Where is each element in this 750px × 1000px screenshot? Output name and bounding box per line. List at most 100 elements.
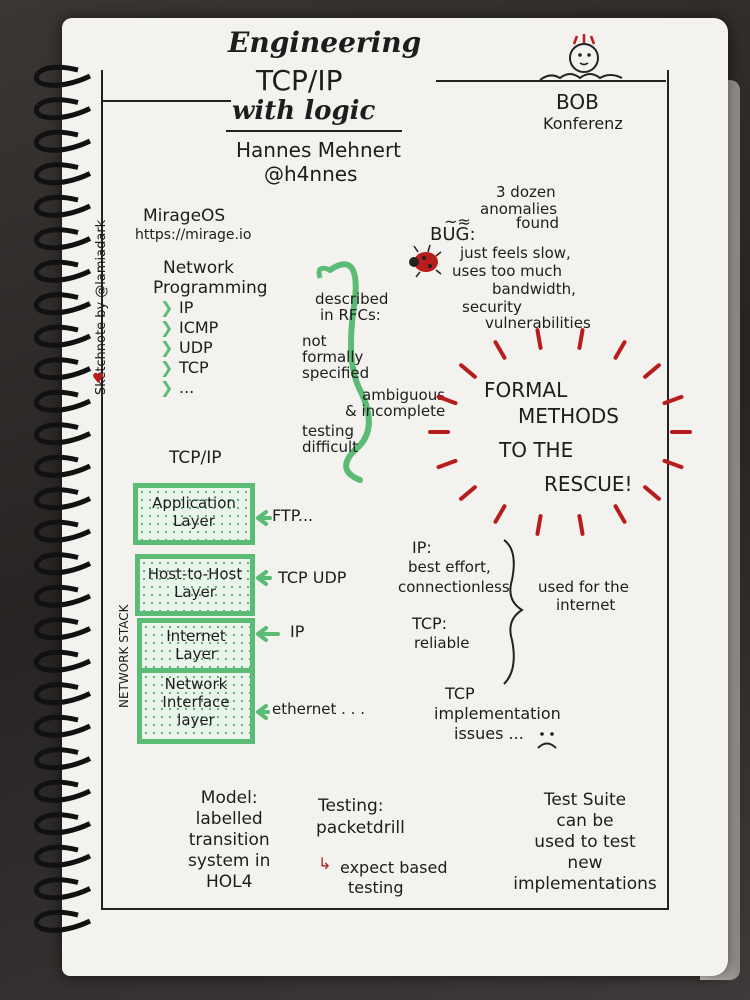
note-line: new [567,853,603,873]
bug-slow: just feels slow, [460,244,571,262]
spiral-ring [34,422,92,446]
speaker-handle: @h4nnes [264,162,358,186]
spiral-ring [34,584,92,608]
layer-host-to-host: Host-to-Host Layer [135,554,255,616]
rfc-described: described [315,290,389,308]
spiral-ring [34,454,92,478]
spiral-ring [34,389,92,413]
protocol-item: ❯ UDP [160,338,213,357]
proto-network-interface: ethernet . . . [272,700,365,718]
spiral-ring [34,617,92,641]
layer-label: Internet [166,627,226,645]
spiral-ring [34,227,92,251]
tcp-label: TCP: [412,614,448,633]
rfc-incomplete: & incomplete [345,402,446,420]
network-programming-1: Network [163,258,234,278]
stack-side-label: NETWORK STACK [117,604,131,708]
spiral-ring [34,259,92,283]
protocol-item: ❯ TCP [160,358,209,377]
used-for-line2: internet [556,596,616,614]
used-for-line1: used for the [538,578,629,596]
ip-connectionless: connectionless [398,578,510,596]
bug-label: BUG: [430,224,476,245]
layer-label: Interface [162,693,230,711]
note-line: Model: [200,788,258,808]
bug-bandwidth-2: bandwidth, [492,280,576,298]
protocol-name: ICMP [178,318,219,337]
issues-l3: issues ... [454,724,524,743]
spiral-ring [34,357,92,381]
frame-top-left [101,100,231,102]
layer-network-interface: Network Interface layer [137,668,255,744]
protocol-name: ... [178,378,195,397]
rfc-not: not [302,332,327,350]
testing-label: Testing: [318,796,384,816]
bug-found: found [516,214,559,232]
title-engineering: Engineering [228,26,422,59]
expect-line1: expect based [340,858,448,877]
rfc-specified: specified [302,364,370,382]
layer-label: Layer [175,645,217,663]
spiral-ring [34,162,92,186]
layer-label: layer [177,711,215,729]
chevron-icon: ❯ [160,358,179,377]
rfc-testing: testing [302,422,355,440]
conference-sub: Konferenz [543,114,623,133]
layer-application: Application Layer [133,483,255,545]
spiral-ring [34,97,92,121]
note-line: can be [556,811,614,831]
mirage-url: https://mirage.io [135,227,252,243]
spiral-ring [34,129,92,153]
protocol-name: UDP [178,338,213,357]
sunburst-ray [669,430,692,434]
network-programming-2: Programming [153,278,268,298]
spiral-ring [34,747,92,771]
note-line: used to test [534,832,636,852]
protocol-name: IP [178,298,194,317]
tcp-reliable: reliable [414,634,470,652]
protocol-item: ❯ ... [160,378,195,397]
spiral-ring [34,324,92,348]
layer-label: Layer [174,583,216,601]
spiral-ring [34,682,92,706]
bug-bandwidth-1: uses too much [452,262,563,280]
expect-line2: testing [348,878,404,897]
protocol-name: TCP [178,358,209,377]
spiral-ring [34,844,92,868]
chevron-icon: ❯ [160,378,179,397]
spiral-ring [34,194,92,218]
spiral-ring [34,519,92,543]
formal-l4: RESCUE! [544,472,633,496]
note-line: Test Suite [543,790,627,810]
chevron-icon: ❯ [160,298,179,317]
layer-label: Network [164,675,228,693]
sunburst-ray [428,430,451,434]
layer-label: Application [152,494,236,512]
proto-host-to-host: TCP UDP [278,568,347,587]
rfc-difficult: difficult [302,438,358,456]
ip-best-effort: best effort, [408,558,491,576]
spiral-ring [34,779,92,803]
title-tcpip: TCP/IP [256,64,343,97]
conference-name: BOB [556,90,599,114]
page-frame [101,70,669,910]
arrow-icon: ↳ [318,854,332,873]
spiral-ring [34,812,92,836]
protocol-item: ❯ ICMP [160,318,219,337]
layer-label: Layer [173,512,215,530]
issues-l2: implementation [434,704,561,723]
proto-application: FTP... [272,506,314,525]
proto-internet: IP [290,622,305,641]
chevron-icon: ❯ [160,338,179,357]
frame-top-right [436,80,666,82]
note-line: system in [188,851,271,871]
note-line: labelled [195,809,263,829]
formal-l3: TO THE [499,438,574,462]
protocol-item: ❯ IP [160,298,194,317]
title-underline [226,130,402,132]
spiral-ring [34,649,92,673]
ip-label: IP: [412,538,432,557]
bug-squiggle-icon: ~≈ [444,212,471,231]
sketchnote-credit: Sketchnote by @lamiadark [94,219,109,395]
